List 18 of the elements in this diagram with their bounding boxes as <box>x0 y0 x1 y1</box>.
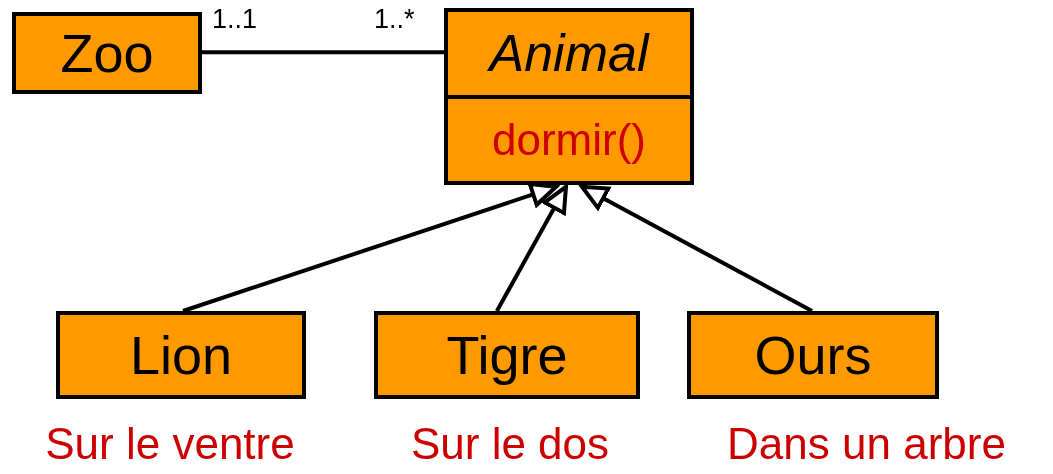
note-text: Sur le dos <box>409 422 611 466</box>
class-box <box>374 311 640 399</box>
class-name: Animal <box>489 27 649 80</box>
multiplicity-label: 1..* <box>374 6 415 33</box>
class-box <box>56 311 306 399</box>
note-text: Dans un arbre <box>726 422 1007 466</box>
class-name: Zoo <box>60 26 154 80</box>
association-line <box>202 50 444 55</box>
class-name: Ours <box>754 328 872 382</box>
class-box <box>444 8 694 185</box>
inheritance-arrow <box>495 184 568 312</box>
multiplicity-label: 1..1 <box>212 6 258 33</box>
note-text: Sur le ventre <box>44 422 296 466</box>
class-box <box>687 311 939 399</box>
method-name: dormir() <box>492 117 646 162</box>
class-box <box>12 12 202 94</box>
inheritance-arrow <box>580 184 813 313</box>
class-name: Lion <box>129 328 233 382</box>
